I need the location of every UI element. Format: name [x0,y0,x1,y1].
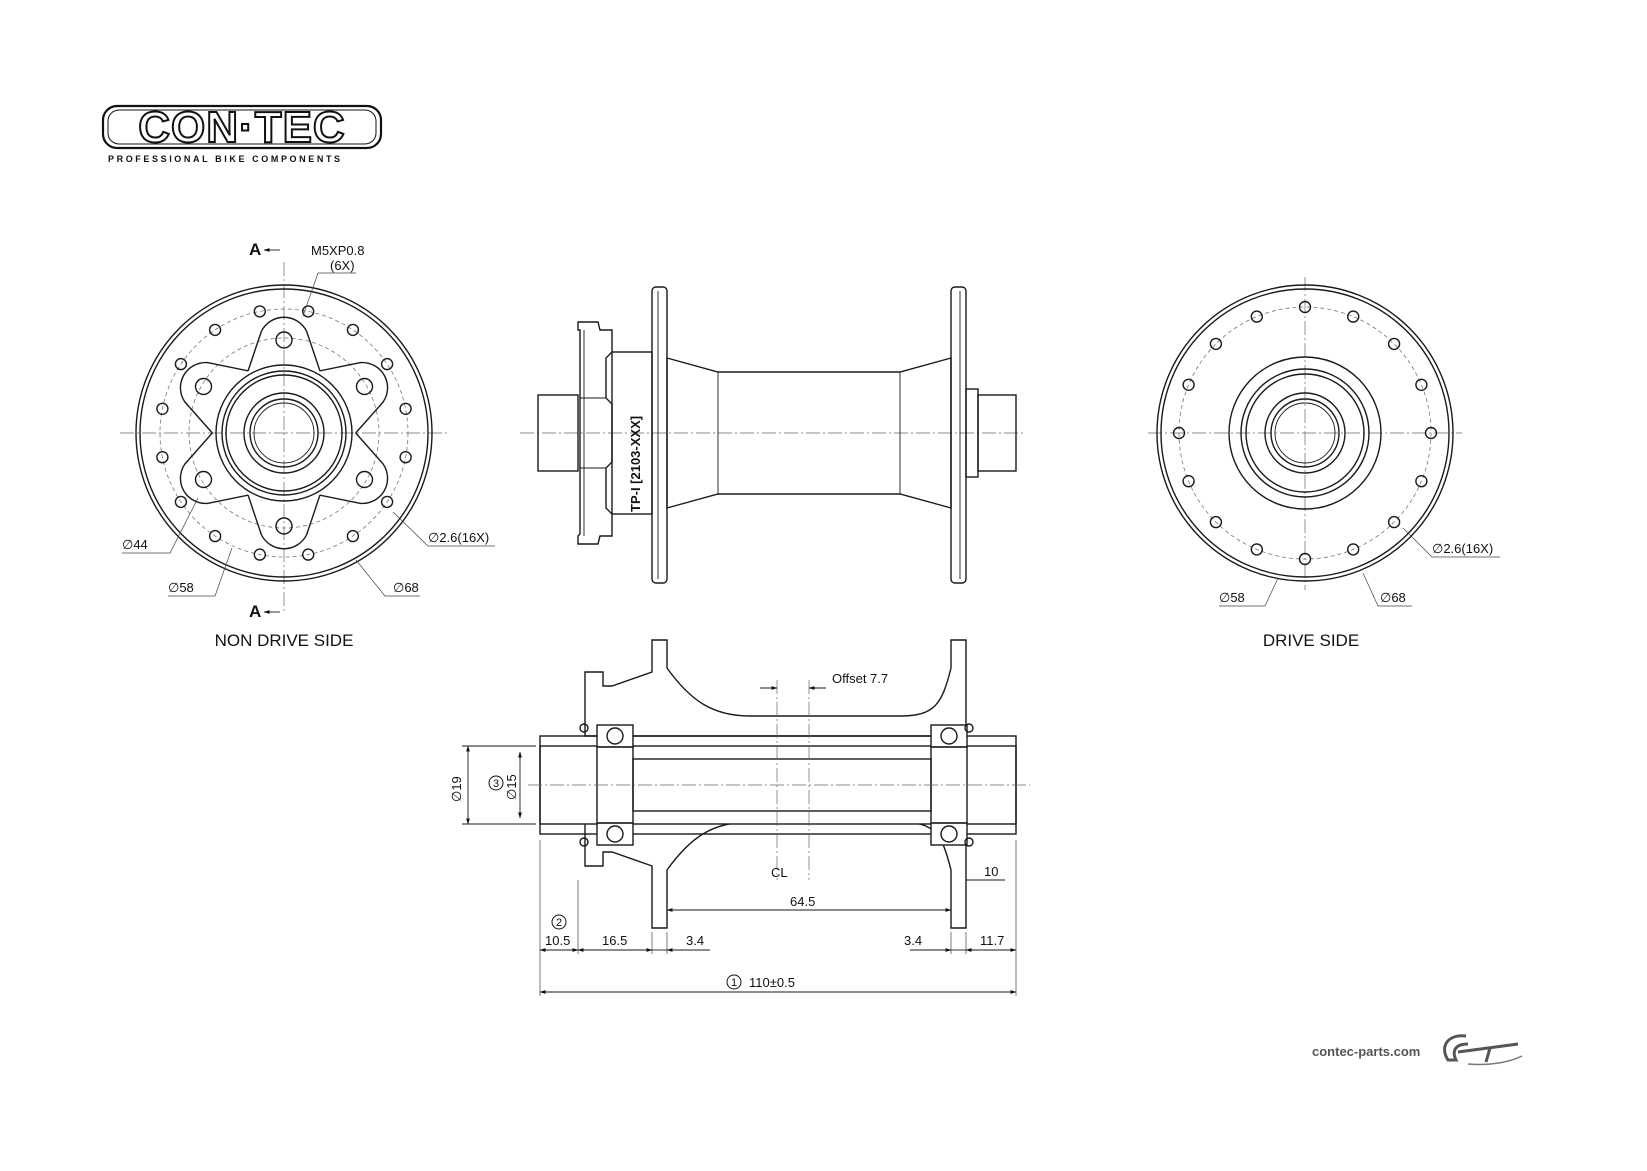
ds-hole-dia-label: ∅2.6(16X) [1432,541,1493,556]
spoke-hole-group [156,305,412,561]
spoke-hole [1415,475,1428,488]
dim-3-4-right: 3.4 [904,933,922,948]
dia-68-label: ∅68 [393,580,419,595]
section-view: Offset 7.7 CL ∅19 ∅15 3 10 64.5 [449,639,1030,996]
brand-name: CON·TEC [138,103,345,152]
spoke-hole [156,402,169,415]
rotor-bolt-hole [194,470,213,489]
spoke-hole [1209,337,1223,351]
spoke-hole [399,402,412,415]
spoke-hole-group [1172,300,1438,566]
drive-side-title: DRIVE SIDE [1263,631,1359,650]
spoke-hole [380,495,394,509]
spoke-hole [174,495,188,509]
spoke-hole [1182,378,1195,391]
spoke-hole [253,548,266,561]
spoke-hole [1298,300,1312,314]
rotor-bolt-hole [275,331,293,349]
ct-mark-icon [1443,1034,1523,1066]
dia-44-label: ∅44 [122,537,148,552]
hole-dia-label: ∅2.6(16X) [428,530,489,545]
spoke-hole [380,357,394,371]
spoke-hole [156,451,169,464]
spoke-hole [1182,475,1195,488]
spoke-hole [1172,426,1186,440]
spoke-hole [253,305,266,318]
spoke-hole [1346,543,1360,556]
drive-side-view: ∅58 ∅68 ∅2.6(16X) DRIVE SIDE [1148,277,1500,650]
dia-19-label: ∅19 [449,776,464,802]
spoke-hole [174,357,188,371]
spoke-hole [1387,337,1401,351]
spoke-hole [1250,543,1264,556]
brand-logo: CON·TEC PROFESSIONAL BIKE COMPONENTS [101,102,383,164]
footer-url: contec-parts.com [1312,1044,1420,1059]
dia-15-label: ∅15 [504,774,519,800]
footer: contec-parts.com [1312,1034,1523,1066]
thread-count: (6X) [330,258,355,273]
spoke-hole [1209,515,1223,529]
brand-tagline: PROFESSIONAL BIKE COMPONENTS [108,154,343,164]
callout-3: 3 [493,778,499,790]
spoke-hole [1387,515,1401,529]
ds-dia-58-label: ∅58 [1219,590,1245,605]
dim-11-7: 11.7 [980,933,1004,948]
offset-label: Offset 7.7 [832,671,888,686]
section-marker-top: A [249,240,261,259]
spoke-hole [208,529,222,543]
ds-dia-68-label: ∅68 [1380,590,1406,605]
part-label: TP-I [2103-XXX] [628,416,643,512]
spoke-hole [302,548,315,561]
callout-2: 2 [556,917,562,929]
spoke-hole [346,529,360,543]
dim-16-5: 16.5 [602,933,627,948]
dia-58-label: ∅58 [168,580,194,595]
rotor-bolt-hole [194,377,213,396]
hub-side-view: TP-I [2103-XXX] [520,286,1025,584]
spoke-hole [208,323,222,337]
rotor-bolt-hole [355,377,374,396]
spoke-hole [1250,310,1264,323]
overall-length-label: 110±0.5 [749,975,795,990]
spoke-hole [1415,378,1428,391]
non-drive-side-title: NON DRIVE SIDE [215,631,354,650]
spoke-hole [1424,426,1438,440]
cl-label: CL [771,865,788,880]
dim-10-5: 10.5 [545,933,570,948]
right-face-label: 10 [984,864,998,879]
spoke-hole [1298,552,1312,566]
rotor-bolt-hole [275,517,293,535]
dim-3-4-left: 3.4 [686,933,704,948]
spoke-hole [399,451,412,464]
thread-label: M5XP0.8 [311,243,364,258]
spoke-hole [1346,310,1360,323]
section-marker-bottom: A [249,602,261,621]
spoke-hole [346,323,360,337]
spoke-hole [302,305,315,318]
span-label: 64.5 [790,894,815,909]
callout-1: 1 [731,977,737,989]
rotor-bolt-hole [355,470,374,489]
rotor-bolt-group [194,331,374,535]
non-drive-side-view: A A M5XP0.8 (6X) ∅44 ∅58 ∅68 ∅2.6(16X) N… [120,240,495,650]
